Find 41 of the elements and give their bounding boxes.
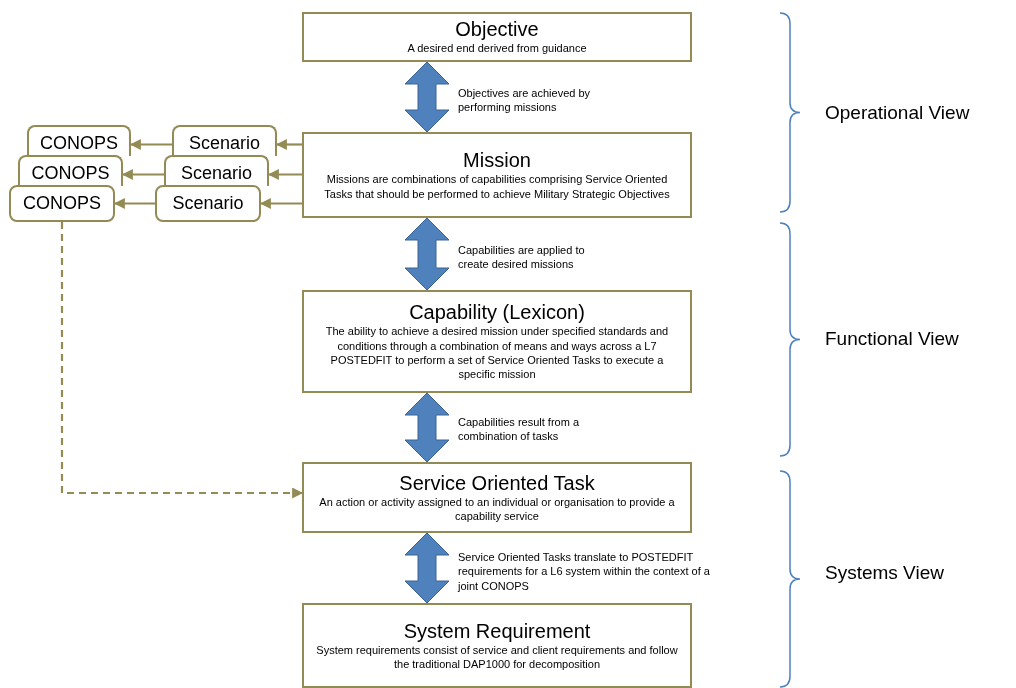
box-description: An action or activity assigned to an individual or organisation to provide a capability service [318,494,676,524]
box-title: System Requirement [403,619,591,643]
rounded-box [18,155,123,186]
box-title: Scenario [188,133,260,154]
box-title: Mission [463,149,531,173]
box-title: Objective [455,18,539,42]
process-box [302,132,692,218]
rounded-box [164,155,269,186]
double-arrow [404,532,450,604]
box-title: Scenario [180,163,252,184]
arrow [113,198,155,209]
box-title: CONOPS [31,163,110,184]
double-arrow [404,392,450,463]
box-title: Service Oriented Task [399,471,595,495]
box-title: Scenario [172,193,244,214]
box-description: Missions are combinations of capabilities comprising Service Oriented Tasks that should be performed to achieve Military Strategic Objectives [323,172,671,201]
view-label: Functional View [825,328,959,350]
box-title: CONOPS [40,133,118,154]
view-label: Operational View [825,102,970,124]
box-description: System requirements consist of service and client requirements and follow the traditional DAP1000 for decomposition [315,642,679,672]
box-description: A desired end derived from guidance [406,41,588,56]
box-title: Capability (Lexicon) [409,301,585,325]
view-label: Systems View [825,562,944,584]
arrow [267,169,302,180]
double-arrow [404,217,450,291]
process-box [302,290,692,393]
box-title: CONOPS [23,193,101,214]
arrow [129,139,172,150]
process-box [302,12,692,62]
process-box [302,462,692,533]
process-box [302,603,692,688]
double-arrow [404,61,450,133]
rounded-box [27,125,131,156]
rounded-box [9,185,115,222]
arrow [259,198,302,209]
rounded-box [172,125,277,156]
rounded-box [155,185,261,222]
arrow [121,169,164,180]
arrow [60,222,304,499]
arrow [275,139,302,150]
box-description: The ability to achieve a desired mission under specified standards and conditions through a combination of means and ways across a L7 POSTEDFIT to perform a set of Service Oriented Tasks to execute a specific mission [324,324,670,382]
